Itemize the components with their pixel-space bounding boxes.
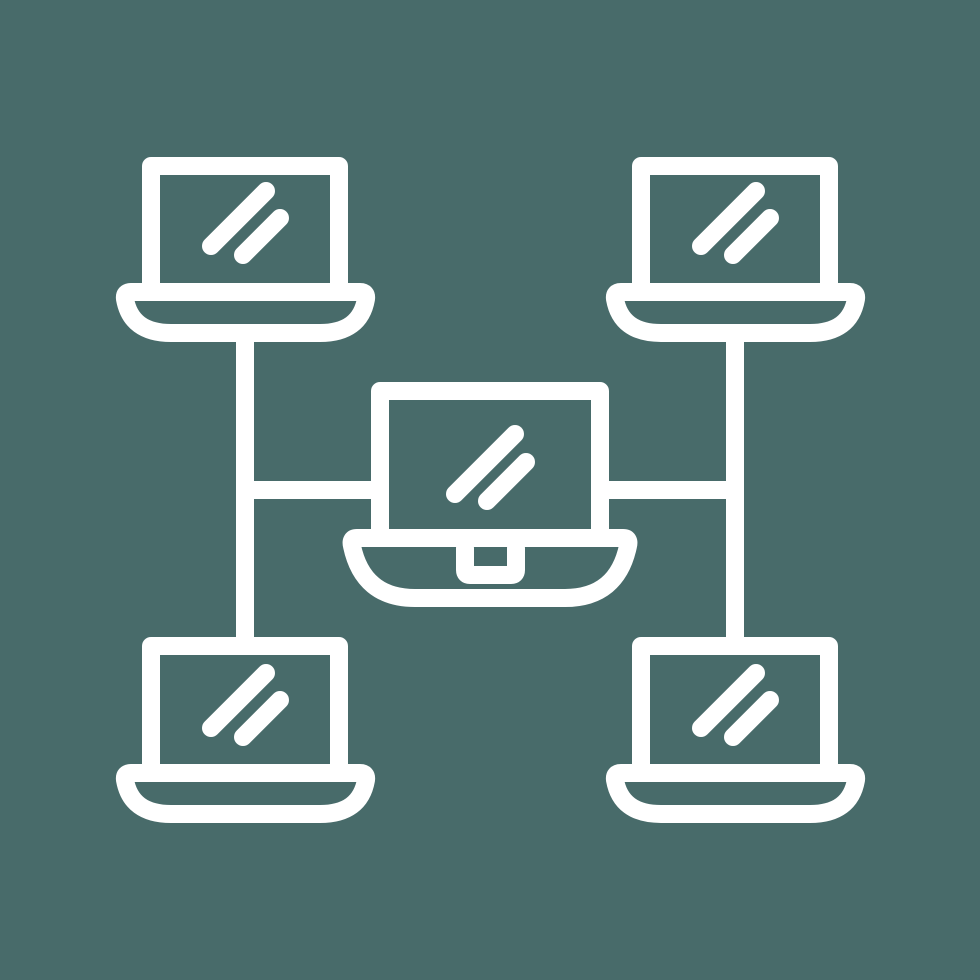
screen-glare-line: [478, 453, 535, 510]
laptop-screen: [632, 637, 838, 782]
screen-glare-line: [234, 209, 289, 264]
laptop-bottom-right-icon: [605, 637, 866, 823]
laptop-top-left-icon: [115, 157, 376, 342]
screen-glare-line: [202, 664, 275, 737]
screen-glare-line: [692, 664, 765, 737]
laptop-screen: [142, 637, 348, 782]
laptop-base: [115, 283, 376, 342]
laptop-base: [115, 764, 376, 823]
laptop-trackpad: [456, 539, 525, 584]
screen-glare-line: [724, 691, 779, 746]
screen-glare-line: [724, 209, 779, 264]
laptop-base: [605, 283, 866, 342]
laptop-top-right-icon: [605, 157, 866, 342]
laptop-center-icon: [342, 382, 638, 607]
laptop-base: [605, 764, 866, 823]
laptop-base: [342, 529, 638, 607]
laptop-screen: [142, 157, 348, 301]
network-connections: [236, 331, 744, 649]
screen-glare-line: [202, 182, 275, 255]
screen-glare-line: [692, 182, 765, 255]
laptop-screen: [632, 157, 838, 301]
screen-glare-line: [234, 691, 289, 746]
screen-glare-line: [446, 425, 524, 503]
laptop-bottom-left-icon: [115, 637, 376, 823]
